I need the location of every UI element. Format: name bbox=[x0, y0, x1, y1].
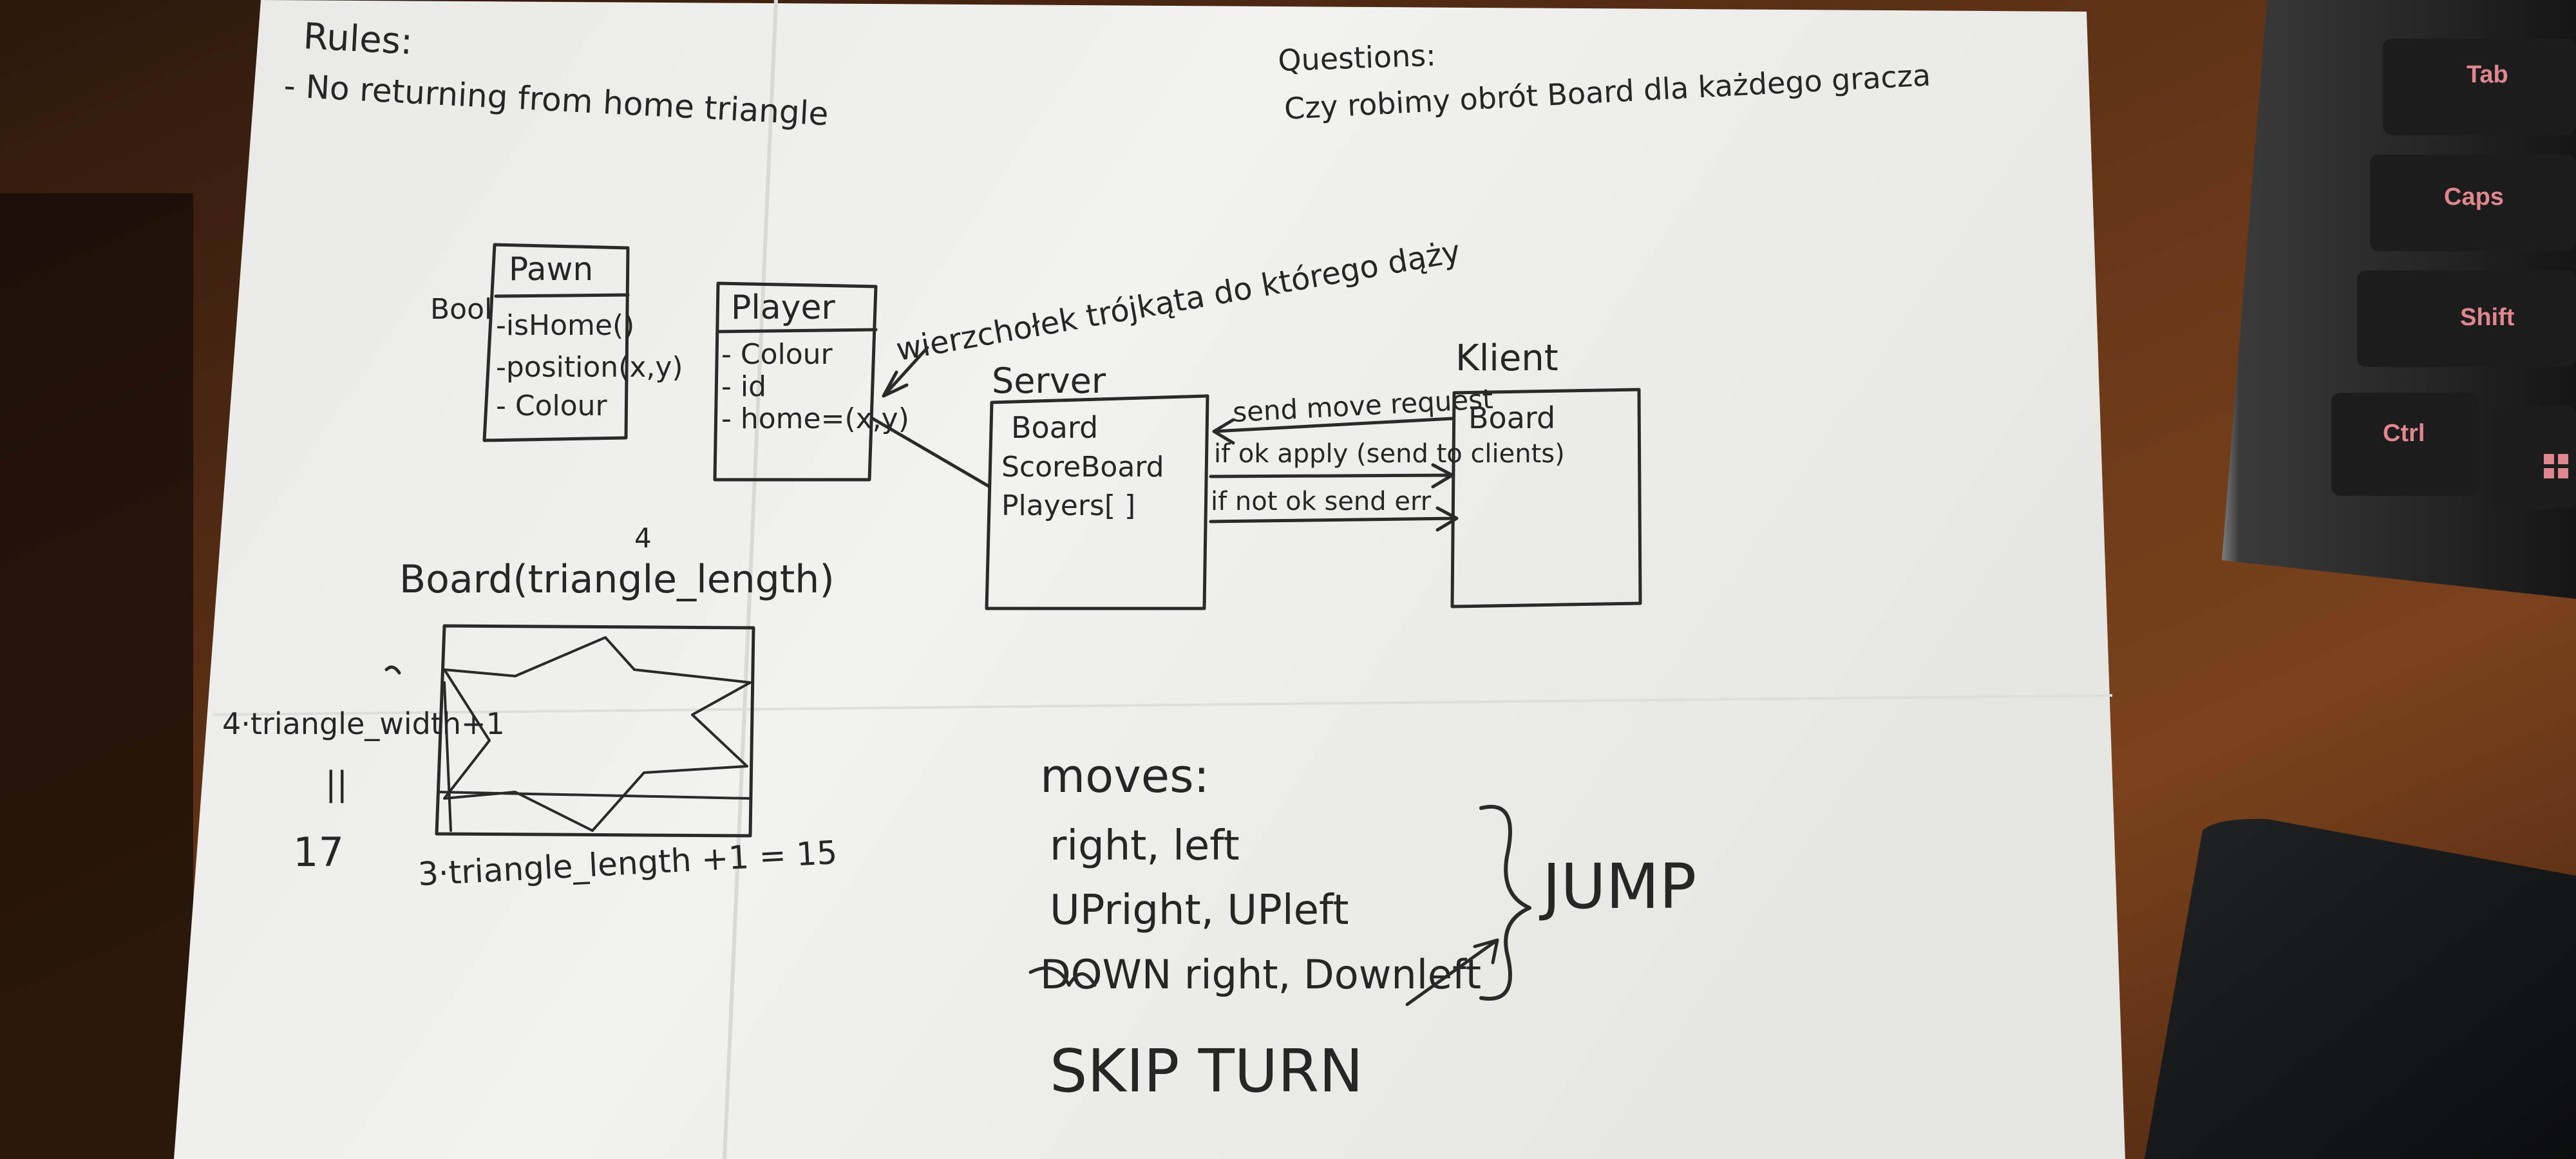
desk-shadow-left bbox=[0, 193, 193, 1159]
svg-text:Shift: Shift bbox=[2460, 304, 2515, 331]
board-title: Board(triangle_length) bbox=[399, 557, 835, 602]
board-superscript: 4 bbox=[634, 522, 652, 554]
jump-label: JUMP bbox=[1539, 851, 1696, 923]
paper-fold bbox=[723, 0, 778, 1159]
client-field: Board bbox=[1468, 400, 1555, 435]
jump-brace bbox=[1479, 804, 1531, 1001]
message-label: if ok apply (send to clients) bbox=[1214, 439, 1565, 469]
player-field: - home=(x,y) bbox=[721, 402, 909, 435]
keyboard: Tab Caps Shift Ctrl bbox=[2222, 0, 2576, 599]
paper-sheet bbox=[174, 0, 2125, 1159]
mouse-pad bbox=[2145, 818, 2576, 1159]
player-field: - id bbox=[721, 370, 766, 403]
moves-title: moves: bbox=[1040, 749, 1209, 803]
pawn-field: - Colour bbox=[496, 390, 608, 422]
client-class-box: Klient Board bbox=[1450, 337, 1642, 608]
pawn-title: Pawn bbox=[509, 250, 593, 288]
move-item: DOWN right, Downleft bbox=[1040, 951, 1481, 998]
pawn-field: -position(x,y) bbox=[496, 351, 683, 384]
client-title: Klient bbox=[1455, 337, 1558, 379]
skip-turn-label: SKIP TURN bbox=[1050, 1037, 1363, 1106]
rules-title: Rules: bbox=[302, 15, 413, 63]
board-equals: || bbox=[325, 765, 348, 804]
svg-text:Caps: Caps bbox=[2444, 184, 2504, 211]
player-class-box: Player - Colour - id - home=(x,y) bbox=[713, 281, 909, 482]
pawn-field: -isHome() bbox=[496, 309, 634, 342]
move-arrow bbox=[1405, 938, 1499, 1006]
key-tab: Tab bbox=[2383, 39, 2576, 135]
server-class-box: Server Board ScoreBoard Players[ ] bbox=[985, 361, 1209, 610]
message-label: if not ok send err bbox=[1211, 487, 1432, 516]
key-ctrl: Ctrl bbox=[2331, 393, 2576, 509]
player-server-link bbox=[871, 417, 990, 488]
message-arrows: send move request if ok apply (send to c… bbox=[1209, 383, 1565, 532]
annotation-arrow bbox=[882, 346, 929, 398]
board-width-value: 17 bbox=[293, 829, 344, 876]
move-item: right, left bbox=[1050, 822, 1240, 870]
questions-title: Questions: bbox=[1277, 37, 1436, 78]
server-title: Server bbox=[992, 361, 1106, 401]
server-field: Players[ ] bbox=[1001, 489, 1135, 522]
key-shift: Shift bbox=[2357, 270, 2576, 367]
pawn-class-box: Pawn -isHome() -position(x,y) - Colour B… bbox=[430, 243, 683, 442]
pawn-type-label: Bool bbox=[430, 293, 492, 326]
move-item: UPright, UPleft bbox=[1050, 887, 1349, 934]
player-title: Player bbox=[731, 288, 835, 327]
board-width-label: 4·triangle_width+1 bbox=[222, 706, 505, 741]
player-field: - Colour bbox=[721, 338, 833, 371]
key-caps: Caps bbox=[2370, 155, 2576, 251]
server-field: ScoreBoard bbox=[1001, 451, 1164, 484]
moves-list: moves: right, left UPright, UPleft DOWN … bbox=[1028, 749, 1696, 1106]
server-field: Board bbox=[1011, 410, 1098, 445]
paper-crease bbox=[212, 694, 2113, 716]
scribble-mark bbox=[1028, 966, 1097, 987]
svg-text:Tab: Tab bbox=[2467, 61, 2508, 88]
svg-text:Ctrl: Ctrl bbox=[2383, 420, 2425, 447]
